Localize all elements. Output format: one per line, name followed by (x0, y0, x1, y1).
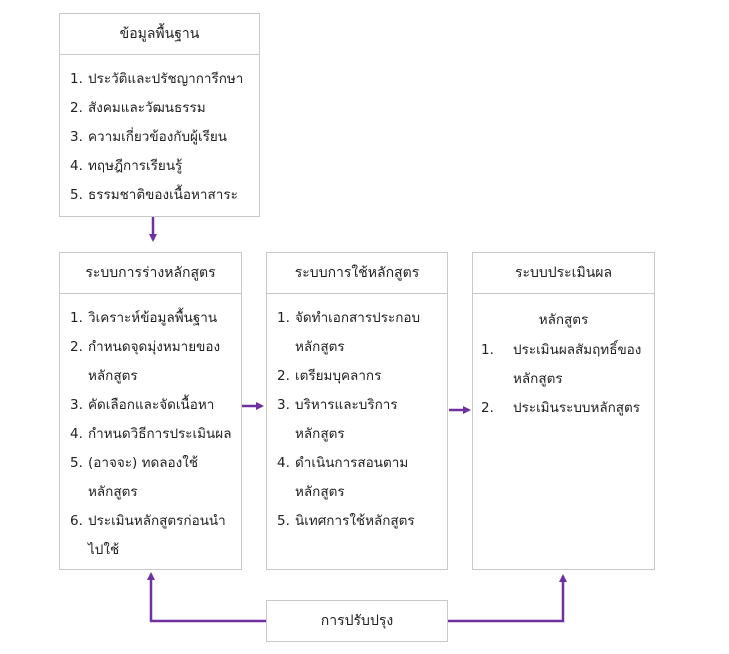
list-item: 4.ทฤษฎีการเรียนรู้ (70, 158, 183, 174)
list-item: 1.จัดทำเอกสารประกอบหลักสูตร (277, 310, 421, 355)
list-item: 3.ความเกี่ยวข้องกับผู้เรียน (70, 129, 227, 145)
design-title: ระบบการร่างหลักสูตร (60, 253, 241, 294)
improvement-box: การปรับปรุง (266, 600, 448, 642)
list-item: 1.วิเคราะห์ข้อมูลพื้นฐาน (70, 310, 218, 326)
design-list: 1.วิเคราะห์ข้อมูลพื้นฐาน 2.กำหนดจุดมุ่งห… (60, 294, 241, 565)
design-box: ระบบการร่างหลักสูตร 1.วิเคราะห์ข้อมูลพื้… (59, 252, 242, 570)
list-item: 2.กำหนดจุดมุ่งหมายของหลักสูตร (70, 339, 221, 384)
list-item: 4.กำหนดวิธีการประเมินผล (70, 426, 232, 442)
improvement-title: การปรับปรุง (320, 613, 394, 629)
list-item: 1.ประวัติและปรัชญาการีกษา (70, 71, 244, 87)
list-item: 2.เตรียมบุคลากร (277, 368, 382, 384)
evaluation-box: ระบบประเมินผล หลักสูตร 1.ประเมินผลสัมฤทธ… (472, 252, 655, 570)
list-item: 3.บริหารและบริการหลักสูตร (277, 397, 398, 442)
arrow-improvement-to-evaluation (448, 574, 567, 623)
list-item: 2.ประเมินระบบหลักสูตร (481, 400, 641, 416)
implementation-list: 1.จัดทำเอกสารประกอบหลักสูตร 2.เตรียมบุคล… (267, 294, 447, 536)
list-item: 1.ประเมินผลสัมฤทธิ์ของหลักสูตร (481, 342, 642, 387)
arrow-improvement-to-design (147, 572, 266, 623)
list-item: 4.ดำเนินการสอนตามหลักสูตร (277, 455, 409, 500)
list-item: 6.ประเมินหลักสูตรก่อนนำไปใช้ (70, 513, 226, 558)
implementation-title: ระบบการใช้หลักสูตร (267, 253, 447, 294)
implementation-box: ระบบการใช้หลักสูตร 1.จัดทำเอกสารประกอบหล… (266, 252, 448, 570)
evaluation-title: ระบบประเมินผล (473, 253, 654, 294)
list-item: 5.ธรรมชาติของเนื้อหาสาระ (70, 187, 238, 203)
list-item: 5.(อาจจะ) ทดลองใช้หลักสูตร (70, 455, 198, 500)
list-item: 3.คัดเลือกและจัดเนื้อหา (70, 397, 215, 413)
list-item: 5.นิเทศการใช้หลักสูตร (277, 513, 415, 529)
evaluation-list: 1.ประเมินผลสัมฤทธิ์ของหลักสูตร 2.ประเมิน… (473, 334, 654, 423)
evaluation-subtitle: หลักสูตร (538, 312, 589, 328)
basic-info-box: ข้อมูลพื้นฐาน 1.ประวัติและปรัชญาการีกษา … (59, 13, 260, 217)
list-item: 2.สังคมและวัฒนธรรม (70, 100, 206, 116)
basic-info-title: ข้อมูลพื้นฐาน (60, 14, 259, 55)
basic-info-list: 1.ประวัติและปรัชญาการีกษา 2.สังคมและวัฒน… (60, 55, 259, 210)
